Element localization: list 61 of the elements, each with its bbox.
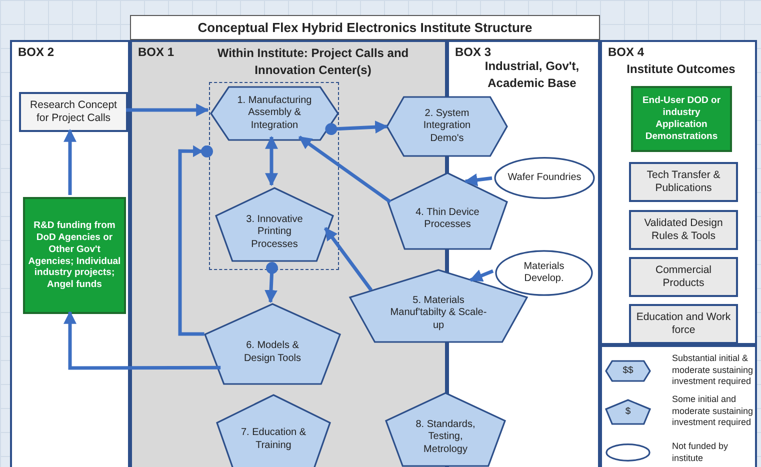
dashed-group-box [209, 82, 339, 270]
arrow [298, 136, 392, 204]
outcome-box [629, 210, 738, 250]
outcome-box [629, 257, 738, 297]
node-label: 7. Education & Training [240, 427, 307, 452]
section-heading: Within Institute: Project Calls and Innovation Center(s) [216, 45, 410, 80]
funding-box [631, 86, 732, 152]
node-label: End-User DOD or industry Application Demonstrations [641, 95, 722, 143]
node-label: Materials Develop. [522, 260, 566, 286]
node-label: 6. Models & Design Tools [242, 340, 302, 365]
node-label: Commercial Products [654, 264, 712, 290]
node-label: 8. Standards, Testing, Metrology [414, 418, 476, 456]
cost-symbol: $ [625, 406, 631, 418]
process-box [19, 92, 128, 132]
outcome-box [629, 162, 738, 202]
node-label: 3. Innovative Printing Processes [245, 214, 304, 252]
node-label: 2. System Integration Demo's [422, 108, 472, 146]
process-hexagon [387, 97, 507, 156]
node-label: Education and Work force [635, 310, 732, 338]
process-pentagon [388, 173, 507, 249]
process-pentagon [205, 304, 340, 384]
process-hexagon [211, 87, 338, 140]
section-tag: BOX 2 [18, 45, 54, 59]
section-panel [600, 40, 757, 345]
process-pentagon [386, 393, 505, 466]
node-label: 5. Materials Manuf'tabilty & Scale-up [389, 294, 488, 332]
arrow [264, 262, 278, 304]
section-panel [10, 40, 130, 467]
node-label: Validated Design Rules & Tools [643, 216, 724, 244]
source-ellipse [495, 250, 593, 296]
section-heading: Institute Outcomes [626, 61, 736, 78]
section-heading: Industrial, Gov't, Academic Base [484, 58, 580, 92]
arrow [64, 128, 76, 195]
section-tag: BOX 4 [608, 45, 644, 59]
node-label: 1. Manufacturing Assembly & Integration [236, 94, 313, 132]
arrow [265, 136, 278, 186]
cost-symbol: $$ [622, 365, 634, 376]
arrow [178, 145, 213, 336]
legend-text: Substantial initial & moderate sustaining investment required [672, 353, 754, 388]
arrow [469, 269, 494, 282]
legend-text: Not funded by institute [672, 441, 730, 464]
section-tag: BOX 3 [455, 45, 492, 59]
node-label: Tech Transfer & Publications [646, 168, 722, 196]
node-label: 4. Thin Device Processes [414, 206, 480, 232]
arrow [325, 120, 388, 136]
node-label: R&D funding from DoD Agencies or Other Gov't Agencies; Individual industry projects; Angel funds [28, 220, 121, 292]
arrow [126, 104, 210, 116]
arrow [64, 310, 221, 370]
process-pentagon [350, 270, 527, 342]
node-label: Wafer Foundries [508, 172, 582, 184]
process-pentagon [217, 395, 330, 467]
legend-text: Some initial and moderate sustaining investment required [672, 394, 754, 430]
process-pentagon [216, 188, 333, 261]
source-ellipse [494, 157, 595, 199]
funding-box [23, 197, 126, 314]
node-label: Research Concept for Project Calls [29, 98, 118, 126]
diagram-title: Conceptual Flex Hybrid Electronics Institute Structure [130, 15, 600, 40]
section-tag: BOX 1 [138, 45, 174, 59]
arrow [324, 227, 373, 292]
arrow [464, 173, 492, 186]
outcome-box [629, 304, 738, 344]
